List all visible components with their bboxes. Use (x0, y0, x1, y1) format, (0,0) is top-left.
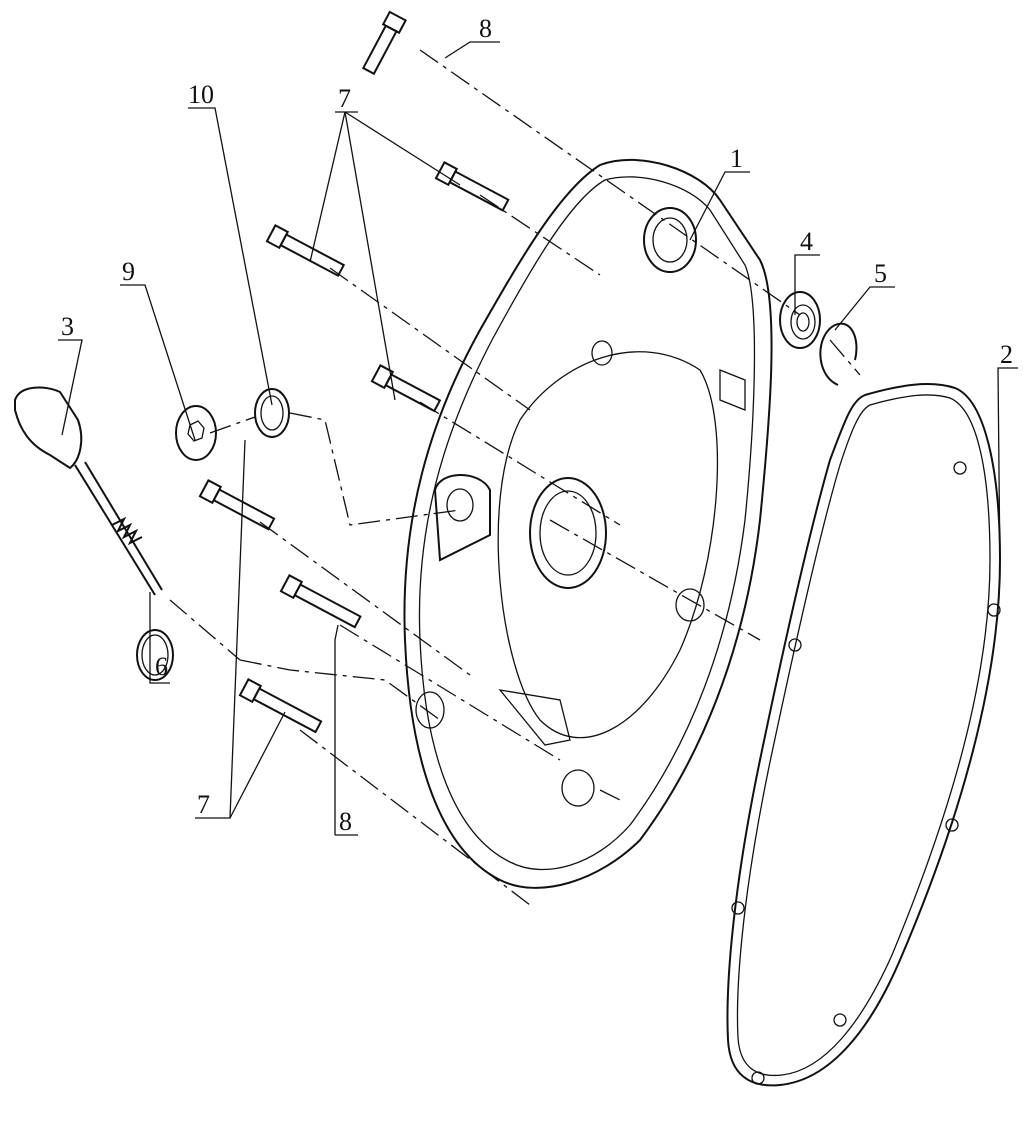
dipstick (14, 386, 163, 596)
callout-6: 6 (155, 652, 168, 681)
callout-8-top: 8 (479, 14, 492, 43)
gasket-holes (731, 461, 1001, 1085)
callout-1: 1 (730, 144, 743, 173)
leader-lines (58, 41, 1018, 836)
circlip (819, 322, 858, 386)
callout-9: 9 (122, 257, 135, 286)
callout-7-bottom: 7 (197, 790, 210, 819)
drain-plug (175, 405, 217, 461)
callout-2: 2 (1000, 340, 1013, 369)
o-ring (136, 629, 174, 681)
callout-4: 4 (800, 227, 813, 256)
center-lines (169, 49, 861, 906)
gasket (726, 383, 1002, 1087)
callout-10: 10 (188, 80, 214, 109)
bearing (779, 291, 821, 349)
crankcase-cover (403, 158, 773, 889)
callout-3: 3 (61, 312, 74, 341)
sealing-washer (254, 388, 290, 438)
callout-7-top: 7 (338, 84, 351, 113)
callout-8-bottom: 8 (339, 807, 352, 836)
callout-5: 5 (874, 259, 887, 288)
bolts (198, 10, 510, 734)
